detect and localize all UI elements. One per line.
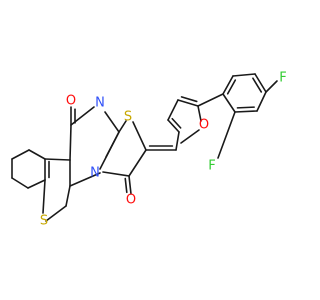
atom-label-s-thiophene: S [40, 214, 48, 229]
bond-39 [232, 73, 256, 77]
bond-1 [11, 149, 30, 160]
atom-label-o-bottom: O [126, 193, 136, 208]
bond-47 [217, 111, 236, 159]
bond-37 [222, 75, 234, 95]
bond-44 [236, 106, 255, 109]
bond-32 [177, 99, 199, 107]
bond-4 [27, 179, 46, 189]
molecule-structure-diagram: O N S O F F N O S [11, 71, 287, 229]
bond-40 [254, 73, 267, 93]
bond-9 [65, 185, 71, 207]
bond-46 [265, 80, 278, 93]
bond-30 [171, 117, 182, 129]
bond-43 [234, 110, 258, 113]
bond-12 [69, 124, 72, 161]
bond-42 [256, 91, 267, 112]
atom-label-o-top: O [66, 94, 76, 109]
bond-29 [167, 119, 180, 133]
bond-34 [197, 105, 202, 122]
atom-label-layer: O N S O F F N O S [40, 71, 287, 229]
bond-41 [252, 77, 263, 93]
atom-label-s-thiazole: S [124, 110, 132, 125]
bond-7 [42, 179, 46, 214]
bond-35 [180, 129, 200, 144]
bond-2 [28, 149, 46, 160]
bond-22 [128, 149, 147, 177]
bond-31 [167, 99, 179, 121]
bond-3 [11, 177, 29, 189]
bond-14 [104, 111, 120, 133]
bond-36 [197, 93, 224, 107]
bond-10 [44, 158, 71, 161]
bond-24 [128, 175, 132, 195]
molecule-svg: O N S O F F N O S [11, 71, 287, 229]
bond-21 [132, 121, 147, 151]
bond-16 [69, 172, 101, 187]
atom-label-f-ortho: F [208, 159, 215, 174]
bond-25 [124, 177, 128, 194]
bond-20 [118, 120, 127, 133]
bond-28 [175, 131, 180, 151]
bond-17 [99, 131, 120, 170]
atom-label-n-imine: N [95, 96, 105, 111]
bond-38 [226, 79, 237, 95]
bond-8 [45, 205, 67, 222]
atom-label-o-furan: O [199, 118, 209, 133]
atom-label-n-ring: N [90, 166, 100, 181]
bond-33 [180, 96, 198, 103]
bond-45 [222, 93, 236, 113]
bond-layer [11, 73, 278, 222]
bond-23 [102, 171, 130, 177]
atom-label-f-para: F [279, 71, 286, 86]
